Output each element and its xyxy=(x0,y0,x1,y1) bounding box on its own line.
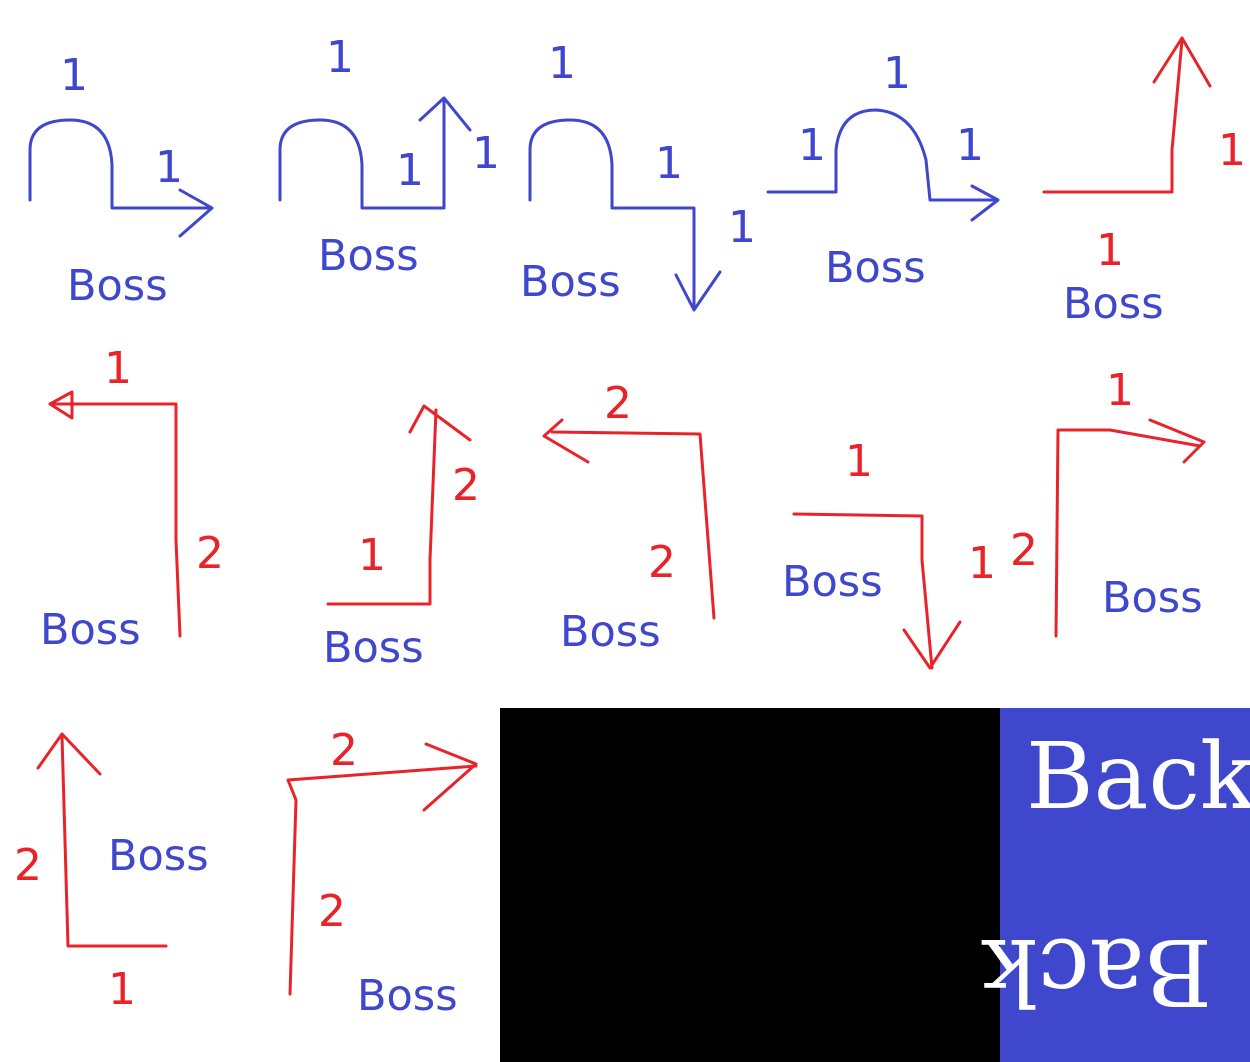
mark-left: 2 xyxy=(14,840,42,891)
tile-7: 1 2 Boss xyxy=(323,404,480,673)
tile-9: 1 1 Boss xyxy=(782,436,996,670)
tile-2: 1 1 1 Boss xyxy=(278,32,500,281)
path-arrow xyxy=(278,96,472,210)
mark-right: 1 xyxy=(1218,125,1246,176)
mark-top: 1 xyxy=(326,32,354,83)
boss-label: Boss xyxy=(40,605,141,655)
mark-right: 1 xyxy=(956,120,984,171)
tile-10: 1 2 Boss xyxy=(1010,365,1206,638)
tile-4: 1 1 1 Boss xyxy=(766,48,1000,293)
back-panel: Back Back xyxy=(981,708,1250,1062)
black-panel xyxy=(500,708,1000,1062)
path-arrow xyxy=(766,108,1000,222)
path-arrow xyxy=(528,118,722,312)
boss-label: Boss xyxy=(825,243,926,293)
boss-label: Boss xyxy=(520,257,621,307)
tile-11: 2 1 Boss xyxy=(14,732,209,1015)
mark-right: 2 xyxy=(648,537,676,588)
boss-label: Boss xyxy=(1063,279,1164,329)
path-arrow xyxy=(36,732,168,948)
mark-right: 1 xyxy=(968,538,996,589)
mark-top: 2 xyxy=(330,725,358,776)
tile-6: 1 2 Boss xyxy=(40,343,224,655)
boss-label: Boss xyxy=(323,623,424,673)
mark-top: 1 xyxy=(845,436,873,487)
mark-top: 1 xyxy=(60,50,88,101)
mark-bottom: 1 xyxy=(1096,225,1124,276)
path-arrow xyxy=(542,418,716,620)
mark-top: 2 xyxy=(604,378,632,429)
mark-mid: 1 xyxy=(396,145,424,196)
path-arrow xyxy=(28,118,214,238)
mark-right: 1 xyxy=(472,128,500,179)
mark-mid: 1 xyxy=(655,138,683,189)
mark-right: 2 xyxy=(196,528,224,579)
mark-bottom: 1 xyxy=(108,964,136,1015)
path-arrow xyxy=(48,390,182,638)
mark-right: 2 xyxy=(452,460,480,511)
boss-label: Boss xyxy=(67,261,168,311)
mark-top: 1 xyxy=(883,48,911,99)
path-arrow xyxy=(1042,36,1212,194)
path-arrow xyxy=(326,404,472,606)
mark-left: 1 xyxy=(798,120,826,171)
boss-label: Boss xyxy=(357,971,458,1021)
back-label-bottom: Back xyxy=(981,918,1212,1025)
path-arrow xyxy=(1054,418,1206,638)
boss-label: Boss xyxy=(560,607,661,657)
boss-label: Boss xyxy=(1102,573,1203,623)
boss-label: Boss xyxy=(782,557,883,607)
boss-label: Boss xyxy=(108,831,209,881)
path-arrow xyxy=(792,512,962,670)
mark-right: 1 xyxy=(155,142,183,193)
mark-left: 1 xyxy=(358,530,386,581)
back-label-top: Back xyxy=(1026,723,1250,830)
mark-left: 2 xyxy=(1010,525,1038,576)
tile-8: 2 2 Boss xyxy=(542,378,716,657)
boss-label: Boss xyxy=(318,231,419,281)
tile-5: 1 1 Boss xyxy=(1042,36,1246,329)
mark-top: 1 xyxy=(548,38,576,89)
tile-12: 2 2 Boss xyxy=(286,725,478,1021)
tile-1: 1 1 Boss xyxy=(28,50,214,311)
back-panel-bg xyxy=(1000,708,1250,1062)
mark-top: 1 xyxy=(1106,365,1134,416)
path-arrow xyxy=(286,742,478,996)
mark-left: 2 xyxy=(318,886,346,937)
mark-top: 1 xyxy=(104,343,132,394)
tile-3: 1 1 1 Boss xyxy=(520,38,756,312)
mark-right: 1 xyxy=(728,202,756,253)
